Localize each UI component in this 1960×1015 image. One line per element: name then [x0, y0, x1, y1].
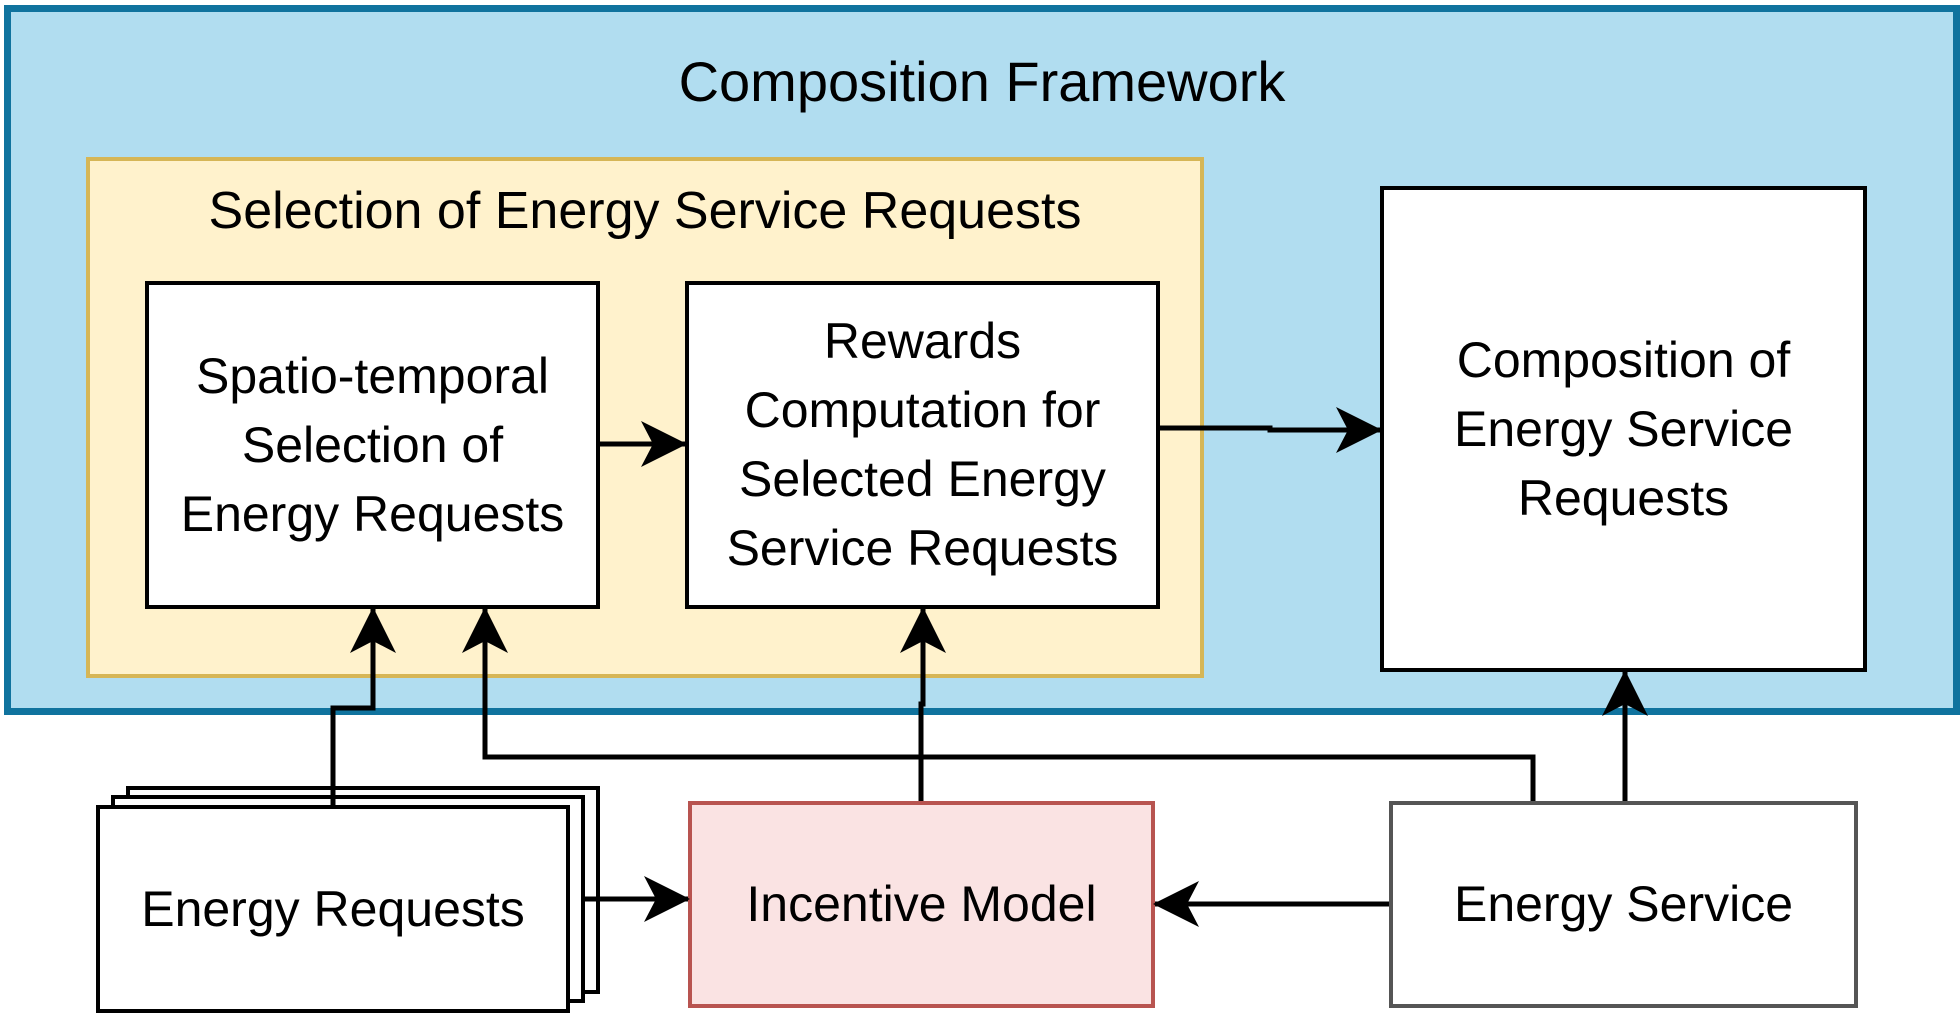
energy-requests-node: Energy Requests: [96, 805, 570, 1013]
composition-framework-title: Composition Framework: [678, 50, 1286, 113]
energy-service-node: Energy Service: [1389, 801, 1858, 1008]
rewards-computation-label: Rewards Computation for Selected Energy …: [726, 313, 1119, 576]
energy-requests-label: Energy Requests: [141, 880, 525, 937]
spatio-temporal-selection-label: Spatio-temporal Selection of Energy Requ…: [180, 347, 565, 542]
selection-title: Selection of Energy Service Requests: [208, 182, 1082, 240]
composition-node: Composition of Energy Service Requests: [1380, 186, 1867, 672]
energy-service-label: Energy Service: [1453, 876, 1794, 932]
spatio-temporal-selection-node: Spatio-temporal Selection of Energy Requ…: [145, 281, 600, 609]
incentive-model-node: Incentive Model: [688, 801, 1155, 1008]
composition-label: Composition of Energy Service Requests: [1453, 331, 1794, 526]
incentive-model-label: Incentive Model: [746, 876, 1097, 932]
rewards-computation-node: Rewards Computation for Selected Energy …: [685, 281, 1160, 609]
